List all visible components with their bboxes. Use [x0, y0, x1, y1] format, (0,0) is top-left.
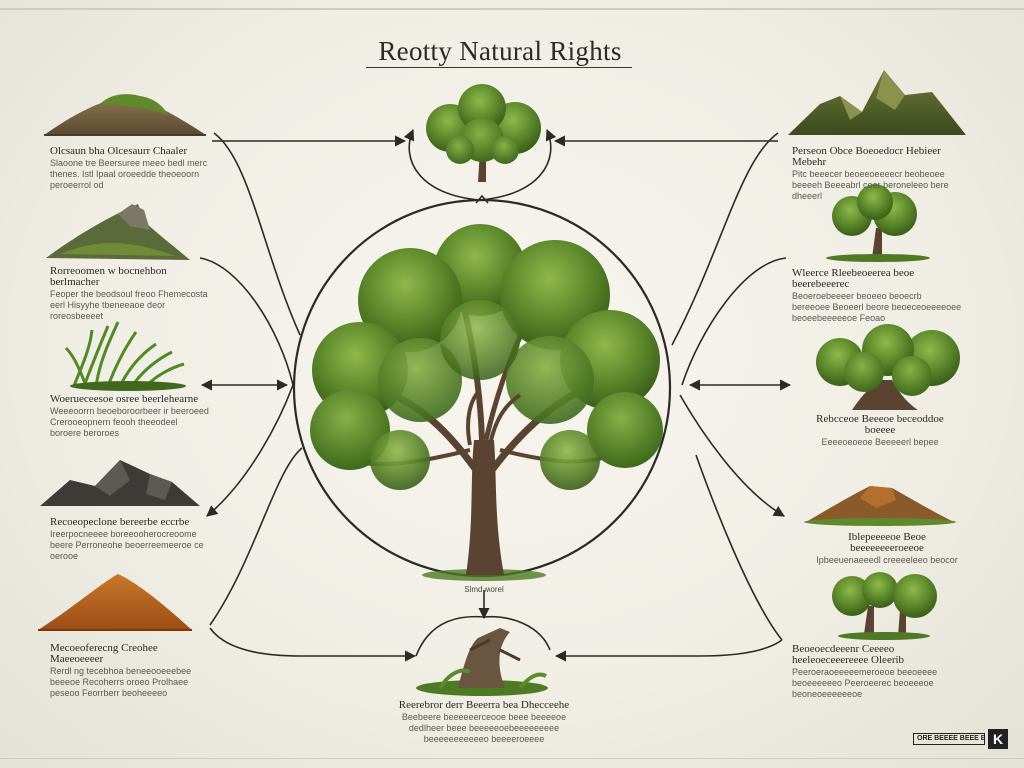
- left-node-heading-4: Recoeopeclone bereerbe eccrbe: [50, 516, 190, 528]
- right-node-label-3: Rebcceoe Beeeoe beceoddoe boeeee Eeeeoeo…: [815, 414, 945, 448]
- right-node-heading-5: Beoeoecdeeenr Ceeeeo heeleoeceeereeee Ol…: [792, 643, 905, 666]
- right-dirt-pile-illustration: [804, 486, 956, 526]
- connector-lines: [199, 128, 792, 662]
- connector-curve-left-3: [206, 384, 294, 517]
- left-grass-illustration: [64, 321, 186, 391]
- left-node-body-3: Weeeoorrn beoeboroorbeer ir beeroeed Cre…: [50, 406, 209, 438]
- right-node-body-1: Pitc beeecer beoeeoeeeecr beobeoee beeee…: [792, 169, 949, 201]
- bottom-node-heading: Reerebror derr Beeerra bea Dhecceehe: [398, 699, 570, 711]
- right-node-heading-4: Iblepeeeeoe Beoe beeeeeeeeroeeoe: [848, 531, 926, 554]
- center-tree-caption: Slmd ʍorel: [464, 585, 504, 594]
- connector-curve-left-2: [199, 257, 294, 386]
- connector-curve-right-2: [681, 257, 787, 386]
- right-node-body-4: Ipbeeuenaeeedl creeeeleeo beocor: [816, 555, 958, 565]
- right-tree-3-illustration: [832, 572, 937, 640]
- frame-top-line: [0, 8, 1024, 10]
- connector-curve-left-1: [213, 132, 301, 336]
- right-node-label-4: Iblepeeeeoe Beoe beeeeeeeeroeeoe Ipbeeue…: [812, 532, 962, 566]
- left-soil-mound-illustration: [38, 574, 192, 631]
- frame-bottom-line: [0, 758, 1024, 759]
- title-underline: [366, 67, 632, 68]
- left-node-body-4: Ireerpocneeee boreeooherocreoome beere P…: [50, 529, 204, 561]
- right-node-label-5: Beoeoecdeeenr Ceeeeo heeleoeceeereeee Ol…: [792, 644, 962, 700]
- brand-logo: ORE BEEEE BEEE BEEEEE BEEE BEEEEE K: [913, 729, 1011, 749]
- connector-curve-right-1: [671, 132, 779, 346]
- top-tree-illustration: [426, 84, 541, 182]
- right-tree-2-illustration: [816, 324, 960, 410]
- left-node-heading-1: Olcsaun bha Olcesaurr Chaaler: [50, 145, 188, 157]
- left-node-label-4: Recoeopeclone bereerbe eccrbe Ireerpocne…: [50, 517, 214, 562]
- left-hill-2-illustration: [46, 204, 190, 260]
- connector-bottom-left: [209, 627, 417, 662]
- right-tree-1-illustration: [826, 184, 930, 262]
- left-node-label-1: Olcsaun bha Olcesaurr Chaaler Slaoone tr…: [50, 146, 210, 191]
- left-node-body-5: Rerdl ng tecebhoa beneeooeeebee beeeoe R…: [50, 666, 192, 698]
- left-node-body-1: Slaoone tre Beersuree meeo bedl merc the…: [50, 158, 208, 190]
- bottom-node-label: Reerebror derr Beeerra bea Dhecceehe Bee…: [396, 700, 572, 745]
- right-node-body-3: Eeeeoeoeoe Beeeeerl bepee: [821, 437, 939, 447]
- left-node-label-2: Rorreoomen w bocnehbon berlmacher Feoper…: [50, 266, 214, 322]
- right-node-label-2: Wleerce Rleebeoeerea beoe beerebeeerec B…: [792, 268, 962, 324]
- connector-curve-left-4: [209, 447, 303, 626]
- left-hill-1-illustration: [44, 94, 206, 136]
- circle-top-notch: [475, 194, 489, 204]
- left-node-label-5: Mecoeoferecng Creohee Maeeoeeeer Rerdl n…: [50, 643, 210, 699]
- connector-bottom-right: [554, 639, 783, 662]
- logo-text: ORE BEEEE BEEE BEEEEE BEEE BEEEEE: [913, 733, 985, 745]
- bottom-node-body: Beebeere beeeeeerceooe beee beeeeoe dedl…: [401, 712, 567, 744]
- left-node-body-2: Feoper the beodsoul freoo Fhemecosta eer…: [50, 289, 208, 321]
- left-node-label-3: Woerueceesoe osree beerlehearne Weeeoorr…: [50, 394, 210, 439]
- right-node-body-2: Beoeroebeeeer beoeeo beoecrb bereeoee Be…: [792, 291, 962, 323]
- bottom-stump-illustration: [416, 628, 548, 696]
- left-rocks-illustration: [40, 460, 200, 506]
- connector-curve-right-4: [695, 454, 783, 641]
- right-node-body-5: Peeroeraoeeeeemeroeoe beeoeeee beoeeeeee…: [792, 667, 938, 699]
- right-node-heading-1: Perseon Obce Boeoedocr Hebieer Mebehr: [792, 145, 941, 168]
- right-mountains-illustration: [788, 70, 966, 135]
- left-node-heading-3: Woerueceesoe osree beerlehearne: [50, 393, 199, 405]
- connector-curve-right-3: [679, 394, 785, 517]
- left-node-heading-5: Mecoeoferecng Creohee Maeeoeeeer: [50, 642, 158, 665]
- diagram-title: Reotty Natural Rights: [378, 36, 622, 66]
- logo-mark-icon: K: [988, 729, 1008, 749]
- left-node-heading-2: Rorreoomen w bocnehbon berlmacher: [50, 265, 167, 288]
- right-node-heading-2: Wleerce Rleebeoeerea beoe beerebeeerec: [792, 267, 915, 290]
- right-node-label-1: Perseon Obce Boeoedocr Hebieer Mebehr Pi…: [792, 146, 962, 202]
- central-tree-illustration: [310, 224, 663, 581]
- right-node-heading-3: Rebcceoe Beeeoe beceoddoe boeeee: [816, 413, 944, 436]
